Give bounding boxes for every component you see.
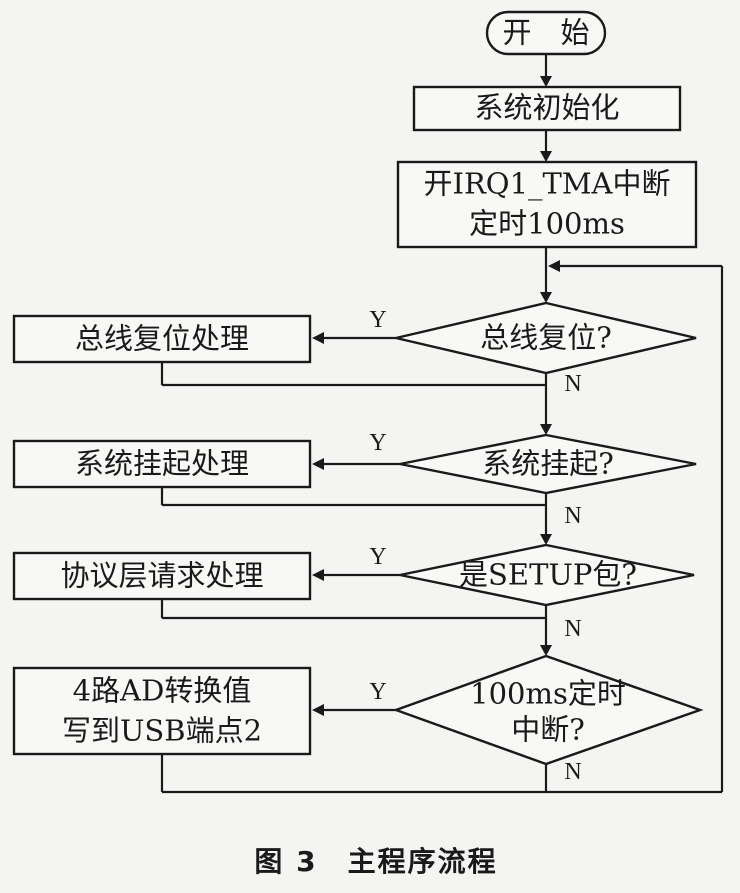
action-1-shape bbox=[12, 314, 312, 364]
no-label-3: N bbox=[564, 616, 582, 642]
figure-caption: 图 3 主程序流程 bbox=[254, 845, 498, 878]
decision-3-label: 是SETUP包? bbox=[459, 557, 637, 592]
decision-4-label-line2: 中断? bbox=[511, 712, 585, 747]
yes-label-3: Y bbox=[369, 544, 387, 570]
yes-label-4: Y bbox=[369, 679, 387, 705]
init-label: 系统初始化 bbox=[474, 90, 620, 125]
yes-label-2: Y bbox=[369, 430, 387, 456]
decision-4-label-line1: 100ms定时 bbox=[470, 676, 626, 711]
timer-box-shape bbox=[396, 160, 698, 249]
timer-label-line2: 定时100ms bbox=[469, 206, 625, 241]
no-label-2: N bbox=[564, 503, 582, 529]
no-label-1: N bbox=[564, 371, 582, 397]
no-label-4: N bbox=[564, 759, 582, 785]
action-4-shape bbox=[12, 666, 312, 756]
action-3-shape bbox=[12, 551, 312, 601]
action-4-label-line1: 4路AD转换值 bbox=[72, 673, 252, 708]
start-label: 开 始 bbox=[502, 15, 590, 50]
action-1-label: 总线复位处理 bbox=[74, 321, 250, 356]
action-2-label: 系统挂起处理 bbox=[74, 446, 250, 481]
yes-label-1: Y bbox=[369, 307, 387, 333]
timer-label-line1: 开IRQ1_TMA中断 bbox=[423, 166, 671, 201]
init-box-shape bbox=[412, 85, 682, 132]
action-4-label-line2: 写到USB端点2 bbox=[61, 713, 263, 748]
decision-2-label: 系统挂起? bbox=[482, 446, 614, 481]
action-3-label: 协议层请求处理 bbox=[60, 558, 264, 593]
decision-1-label: 总线复位? bbox=[480, 320, 612, 355]
